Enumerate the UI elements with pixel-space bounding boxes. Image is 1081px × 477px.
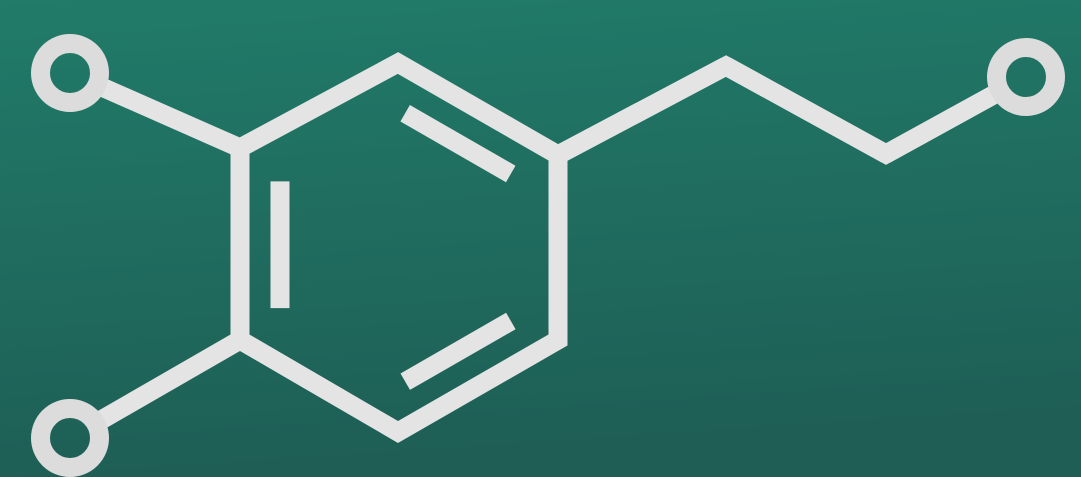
oxygen-2-atom <box>31 399 109 477</box>
double-bond-ring-c4-ring-c5 <box>400 312 516 390</box>
bond-ring-c1-oxygen-1 <box>100 79 244 157</box>
bond-layer <box>97 52 999 443</box>
oxygen-1-atom <box>31 34 109 112</box>
oxygen-3-atom <box>987 38 1065 116</box>
atom-layer <box>31 34 1065 477</box>
double-bond-ring-c2-ring-c3 <box>400 105 516 183</box>
side-chain-bonds <box>553 55 999 165</box>
bond-ring-c6-oxygen-2 <box>97 331 245 428</box>
